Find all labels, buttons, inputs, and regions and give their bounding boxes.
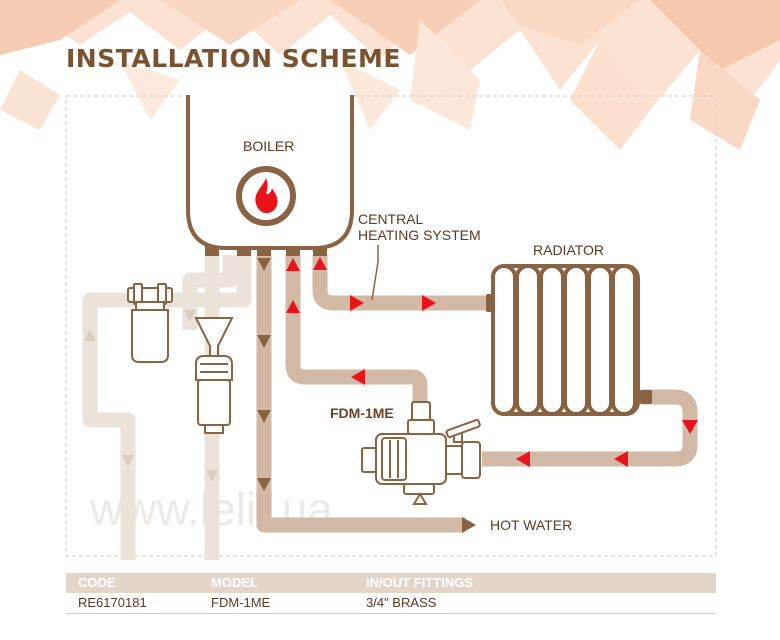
label-radiator: RADIATOR [533,242,605,258]
table-row: RE6170181 FDM-1ME 3/4" BRASS [66,593,716,614]
label-central-heating-line2: HEATING SYSTEM [358,227,481,243]
cell-code: RE6170181 [78,595,147,610]
ball-valve-icon [445,418,481,443]
radiator [486,264,652,416]
label-central-heating-line1: CENTRAL [358,211,424,227]
funnel-icon [194,317,234,434]
flame-icon [255,178,278,214]
spec-table-header: CODE MODEL IN/OUT FITTINGS [66,573,716,593]
header-model: MODEL [211,575,258,590]
dashed-frame [65,95,717,557]
cell-model: FDM-1ME [211,595,271,610]
flow-arrows-hot-water [257,258,476,533]
fdm-device [361,401,481,505]
boiler-outlets [205,246,327,256]
callout-line [371,245,379,301]
header-fittings: IN/OUT FITTINGS [366,575,473,590]
label-device: FDM-1ME [330,405,394,421]
label-boiler: BOILER [243,138,295,154]
filter-icon [127,283,173,363]
background-pattern [0,0,780,150]
page-title: INSTALLATION SCHEME [66,44,402,73]
boiler [186,95,354,250]
header-code: CODE [78,575,116,590]
cell-fittings: 3/4" BRASS [366,595,437,610]
label-hot-water: HOT WATER [490,517,573,533]
flow-arrows-hot [286,257,698,467]
spec-table: CODE MODEL IN/OUT FITTINGS RE6170181 FDM… [66,573,716,614]
